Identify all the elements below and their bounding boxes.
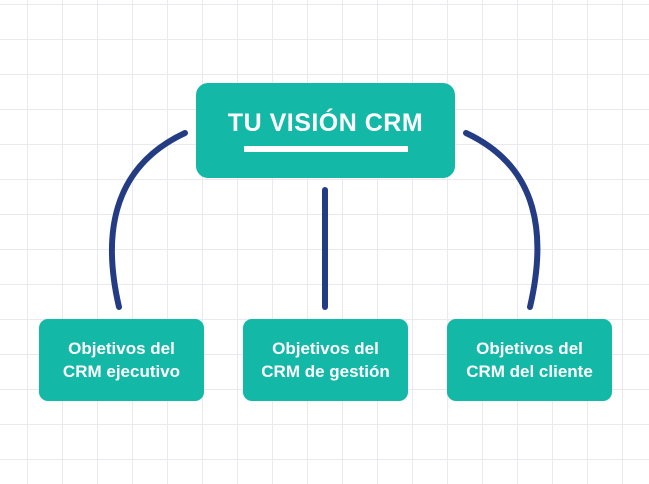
- main-title: TU VISIÓN CRM: [227, 109, 424, 137]
- main-title-underline: [243, 146, 408, 152]
- child-node-management: Objetivos del CRM de gestión: [243, 319, 408, 401]
- child-label-management: Objetivos del CRM de gestión: [261, 339, 390, 381]
- child-label-executive: Objetivos del CRM ejecutivo: [62, 339, 181, 381]
- child-node-client: Objetivos del CRM del cliente: [447, 319, 612, 401]
- connector-left: [108, 130, 188, 310]
- child-label-client: Objetivos del CRM del cliente: [466, 339, 593, 381]
- child-node-executive: Objetivos del CRM ejecutivo: [39, 319, 204, 401]
- connector-right: [463, 130, 541, 310]
- main-node: TU VISIÓN CRM: [196, 83, 455, 178]
